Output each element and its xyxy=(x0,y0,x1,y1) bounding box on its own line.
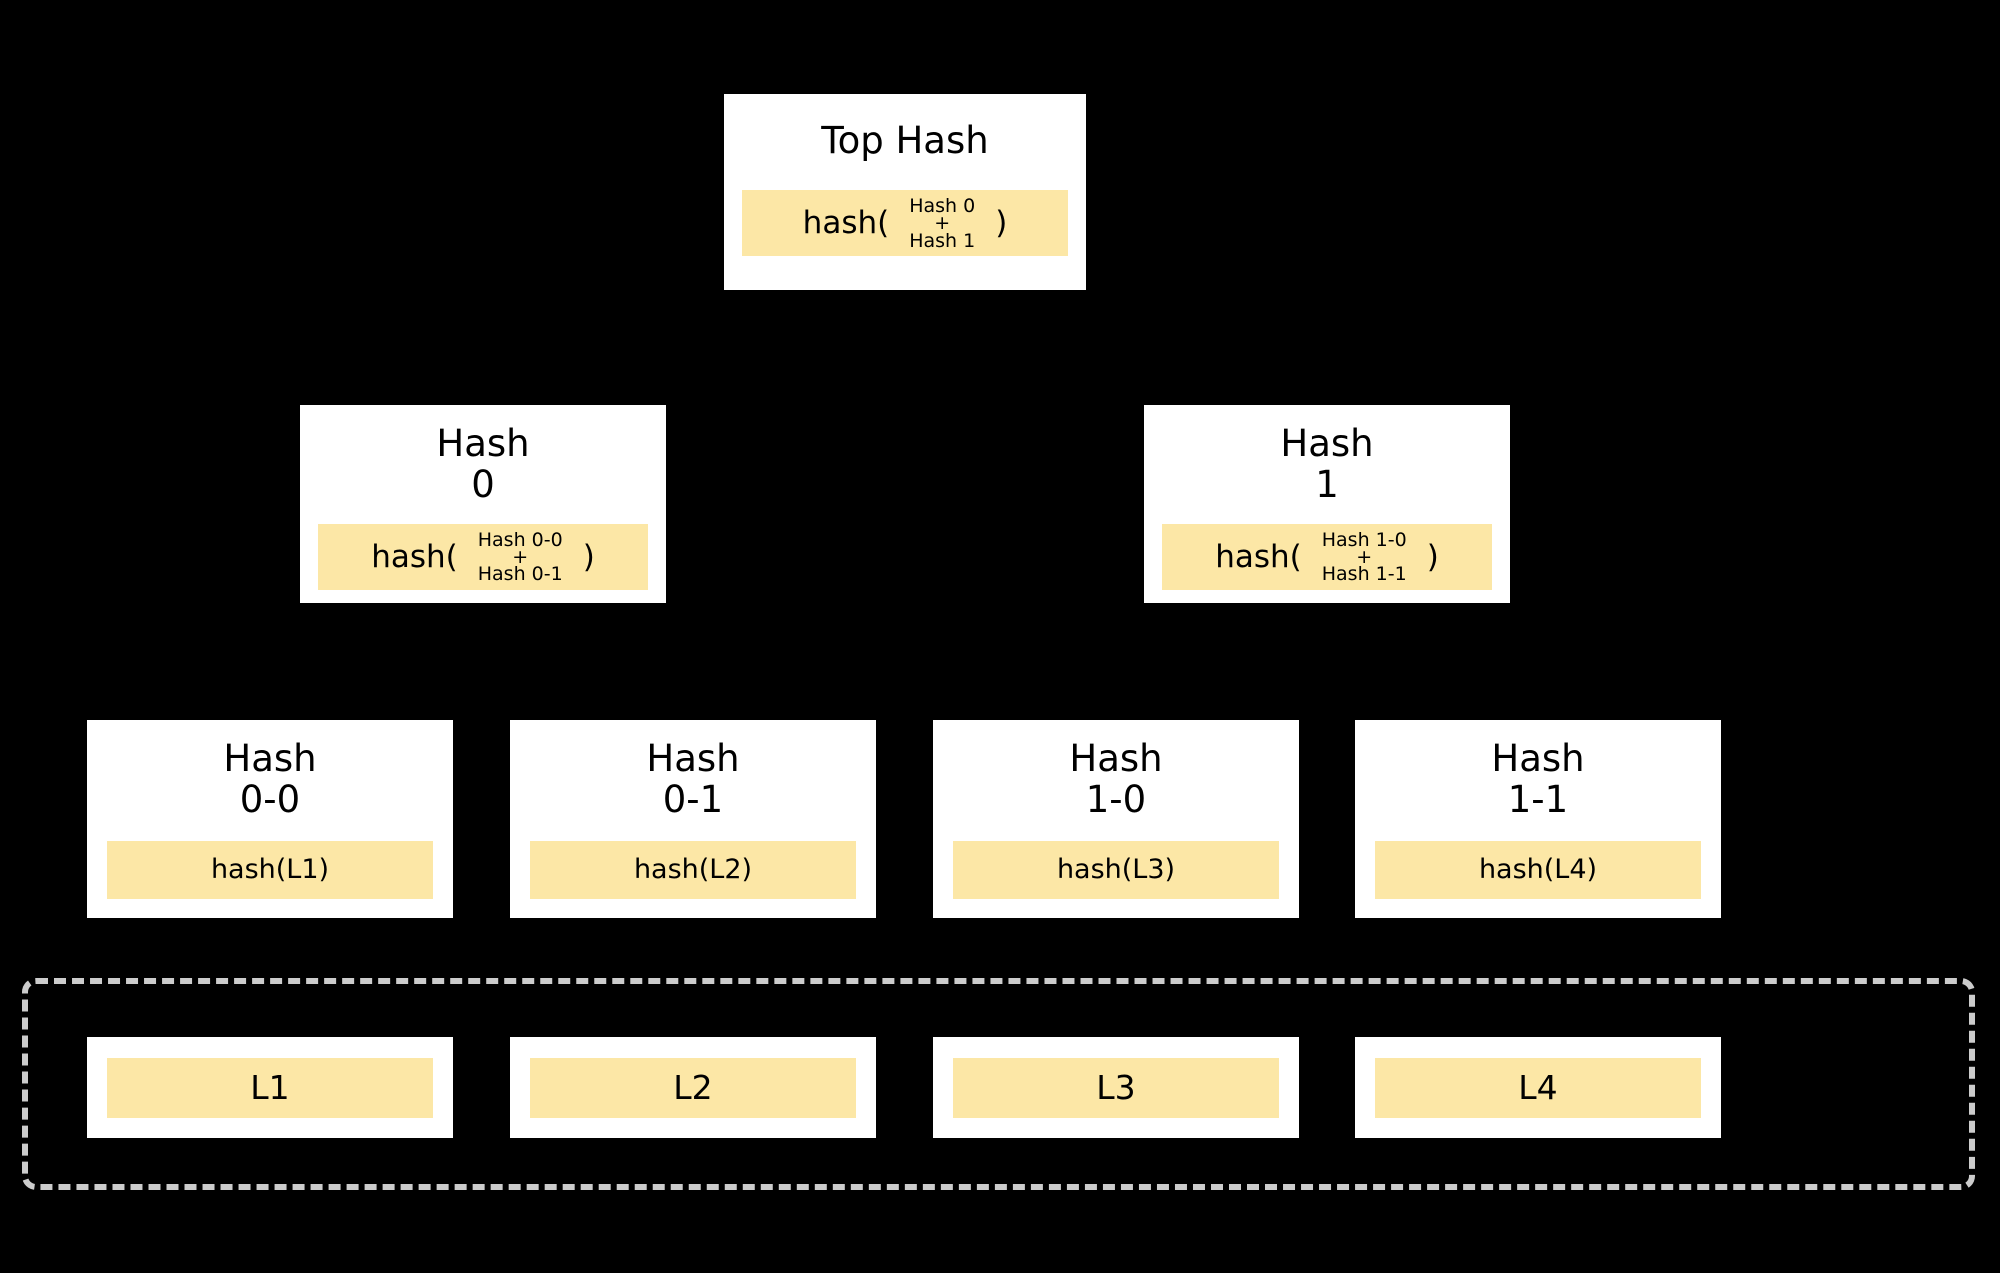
top-hash-operator: + xyxy=(934,212,951,235)
hash-1-1-title: Hash 1-1 xyxy=(1491,737,1585,822)
data-block-l1[interactable]: L1 xyxy=(85,1035,455,1140)
hash-0-arg-top: Hash 0-0 xyxy=(477,528,563,551)
top-hash-args: Hash 0 + Hash 1 xyxy=(909,196,975,251)
hash-1-args: Hash 1-0 + Hash 1-1 xyxy=(1321,528,1407,585)
top-hash-arg-top: Hash 0 xyxy=(909,195,976,218)
data-block-l2[interactable]: L2 xyxy=(508,1035,878,1140)
hash-0-args: Hash 0-0 + Hash 0-1 xyxy=(477,528,563,585)
hash-1-0-title: Hash 1-0 xyxy=(1069,737,1163,822)
data-block-l3[interactable]: L3 xyxy=(931,1035,1301,1140)
hash-0-formula: hash( Hash 0-0 + Hash 0-1 ) xyxy=(318,523,648,590)
data-block-l3-label: L3 xyxy=(953,1057,1279,1118)
data-block-l4-label: L4 xyxy=(1375,1057,1701,1118)
hash-1-operator: + xyxy=(1356,545,1373,568)
hash-0-1-value: hash(L2) xyxy=(530,840,856,899)
hash-0-arg-bottom: Hash 0-1 xyxy=(477,563,563,585)
data-block-l4[interactable]: L4 xyxy=(1353,1035,1723,1140)
node-hash-1[interactable]: Hash 1 hash( Hash 1-0 + Hash 1-1 ) xyxy=(1142,403,1512,605)
hash-0-title: Hash 0 xyxy=(436,422,530,507)
hash-1-0-value: hash(L3) xyxy=(953,840,1279,899)
hash-1-arg-bottom: Hash 1-1 xyxy=(1321,563,1407,585)
hash-1-formula: hash( Hash 1-0 + Hash 1-1 ) xyxy=(1162,523,1492,590)
node-hash-0[interactable]: Hash 0 hash( Hash 0-0 + Hash 0-1 ) xyxy=(298,403,668,605)
top-hash-fn-close: ) xyxy=(995,205,1008,242)
top-hash-formula: hash( Hash 0 + Hash 1 ) xyxy=(742,190,1068,257)
hash-1-fn-close: ) xyxy=(1426,538,1439,575)
data-blocks-group xyxy=(22,978,1975,1190)
hash-1-arg-top: Hash 1-0 xyxy=(1321,528,1407,551)
data-block-l1-label: L1 xyxy=(107,1057,433,1118)
top-hash-fn-open: hash( xyxy=(802,205,890,242)
hash-0-1-title: Hash 0-1 xyxy=(646,737,740,822)
hash-0-operator: + xyxy=(512,545,529,568)
node-top-hash[interactable]: Top Hash hash( Hash 0 + Hash 1 ) xyxy=(722,92,1088,292)
hash-0-0-value: hash(L1) xyxy=(107,840,433,899)
hash-0-0-title: Hash 0-0 xyxy=(223,737,317,822)
node-hash-0-1[interactable]: Hash 0-1 hash(L2) xyxy=(508,718,878,920)
hash-0-fn-close: ) xyxy=(582,538,595,575)
node-hash-1-1[interactable]: Hash 1-1 hash(L4) xyxy=(1353,718,1723,920)
hash-1-1-value: hash(L4) xyxy=(1375,840,1701,899)
top-hash-title: Top Hash xyxy=(821,119,989,162)
hash-1-fn-open: hash( xyxy=(1215,538,1302,575)
top-hash-arg-bottom: Hash 1 xyxy=(909,229,976,252)
hash-0-fn-open: hash( xyxy=(371,538,458,575)
node-hash-0-0[interactable]: Hash 0-0 hash(L1) xyxy=(85,718,455,920)
data-block-l2-label: L2 xyxy=(530,1057,856,1118)
node-hash-1-0[interactable]: Hash 1-0 hash(L3) xyxy=(931,718,1301,920)
hash-1-title: Hash 1 xyxy=(1280,422,1374,507)
